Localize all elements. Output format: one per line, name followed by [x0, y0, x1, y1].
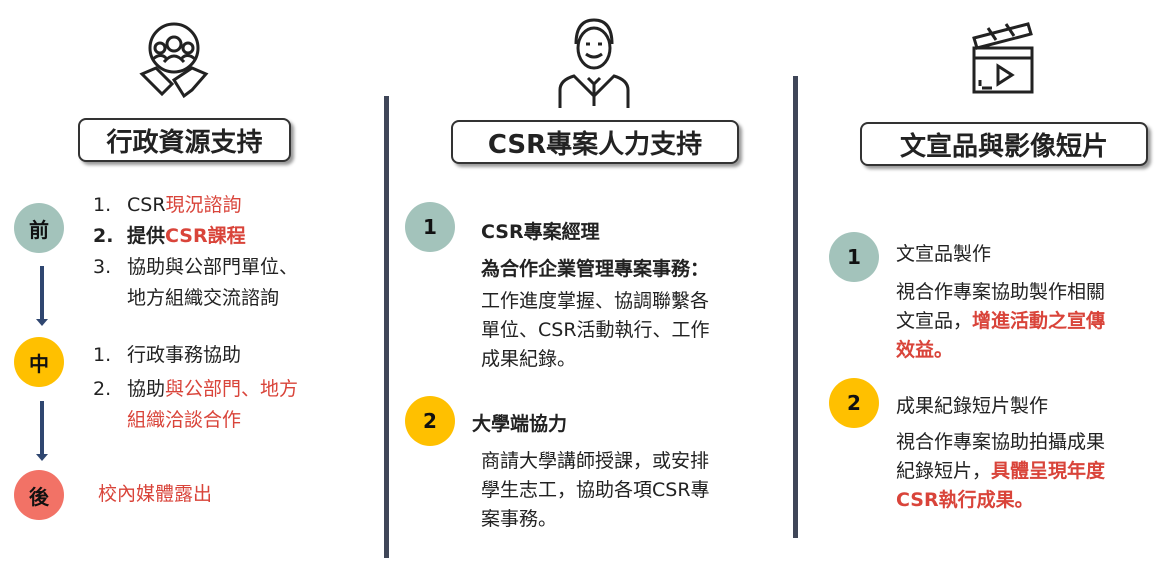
number-badge: 1	[829, 232, 879, 282]
list-item: 1.CSR現況諮詢	[93, 194, 242, 216]
list-item: 2.提供CSR課程	[93, 225, 246, 247]
businessman-icon	[556, 14, 632, 110]
section-title: 行政資源支持	[78, 118, 291, 162]
item-description: 視合作專案協助拍攝成果 紀錄短片，具體呈現年度 CSR執行成果。	[896, 431, 1106, 511]
clapperboard-video-icon	[968, 18, 1038, 98]
before-list: 1.CSR現況諮詢 2.提供CSR課程 3.協助與公部門單位、地方組織交流諮詢	[93, 190, 298, 314]
item-heading: 文宣品製作	[896, 243, 992, 265]
item-description: 商請大學講師授課，或安排學生志工，協助各項CSR專案事務。	[481, 450, 710, 530]
arrow-icon	[36, 266, 48, 326]
phase-badge-after: 後	[14, 470, 64, 520]
arrow-icon	[36, 401, 48, 461]
divider	[793, 76, 798, 538]
number-badge: 1	[405, 202, 455, 252]
list-item: 2.協助與公部門、地方組織洽談合作	[93, 378, 299, 431]
after-text: 校內媒體露出	[98, 483, 213, 505]
item-description: 工作進度掌握、協調聯繫各單位、CSR活動執行、工作成果紀錄。	[481, 290, 710, 370]
list-item: 1.行政事務協助	[93, 344, 242, 366]
phase-badge-before: 前	[14, 203, 64, 253]
number-badge: 2	[829, 378, 879, 428]
item-description: 視合作專案協助製作相關 文宣品，增進活動之宣傳 效益。	[896, 281, 1106, 361]
item-heading: 大學端協力	[472, 413, 568, 435]
item-heading: 成果紀錄短片製作	[896, 395, 1049, 417]
number-badge: 2	[405, 396, 455, 446]
during-list: 1.行政事務協助 2.協助與公部門、地方組織洽談合作	[93, 340, 298, 436]
item-heading: CSR專案經理	[481, 221, 600, 243]
handshake-team-icon	[138, 14, 210, 110]
item-subheading: 為合作企業管理專案事務：	[481, 258, 710, 280]
section-title: 文宣品與影像短片	[860, 122, 1148, 166]
divider	[384, 96, 389, 558]
list-item: 3.協助與公部門單位、地方組織交流諮詢	[93, 256, 299, 309]
phase-badge-during: 中	[14, 337, 64, 387]
section-title: CSR專案人力支持	[451, 120, 739, 164]
